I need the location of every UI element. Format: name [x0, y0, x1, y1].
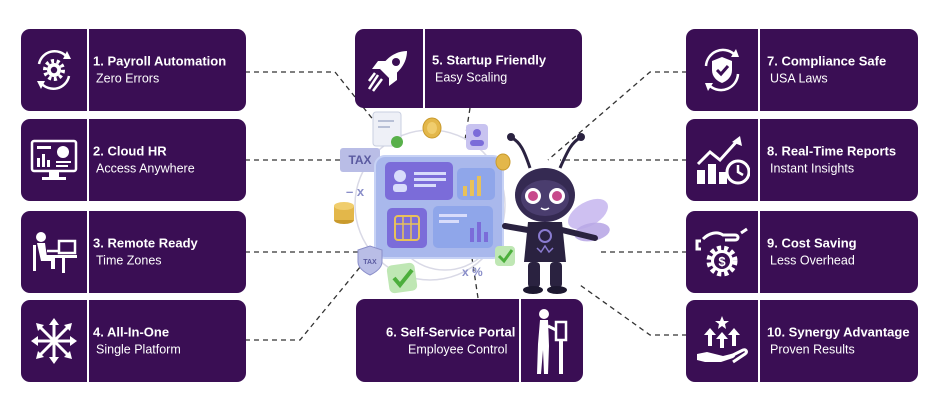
- icon-box: [355, 29, 425, 108]
- feature-title: 3. Remote Ready: [93, 235, 198, 251]
- gear-sync-icon: [37, 49, 71, 91]
- icon-box: [21, 211, 89, 293]
- check-badge-right-icon: [495, 246, 515, 266]
- icon-box: [686, 29, 760, 111]
- tax-tag: TAX: [340, 148, 380, 172]
- icon-box: [21, 29, 89, 111]
- connector-compliance: [547, 71, 687, 161]
- coin-right-icon: [495, 153, 511, 171]
- feature-subtitle: Instant Insights: [770, 161, 855, 176]
- feature-subtitle: Less Overhead: [770, 253, 855, 268]
- coin-stack-left-icon: [334, 202, 354, 224]
- dashboard-monitor-icon: [30, 139, 78, 180]
- icon-box: [686, 119, 760, 201]
- svg-text:$: $: [718, 254, 726, 269]
- feature-subtitle: Single Platform: [96, 342, 181, 357]
- feature-title: 10. Synergy Advantage: [767, 324, 910, 340]
- icon-box: [21, 119, 89, 201]
- icon-box: [686, 300, 760, 382]
- feature-subtitle: Time Zones: [96, 253, 162, 268]
- connector-selfservice: [471, 257, 479, 299]
- feature-card-compliance: 7. Compliance Safe USA Laws: [686, 29, 918, 111]
- rocket-icon: [367, 50, 407, 92]
- feature-card-cloud-hr: 2. Cloud HR Access Anywhere: [21, 119, 246, 201]
- feature-subtitle: USA Laws: [770, 71, 828, 86]
- feature-card-remote-ready: 3. Remote Ready Time Zones: [21, 211, 246, 293]
- math-symbols: – x: [346, 184, 365, 199]
- feature-subtitle: Employee Control: [408, 342, 508, 356]
- icon-box: [519, 299, 583, 382]
- feature-card-self-service: 6. Self-Service Portal Employee Control: [356, 299, 583, 382]
- hero-illustration: TAX – x TAX: [334, 111, 610, 294]
- arrows-hub-icon: [31, 318, 77, 364]
- feature-title: 5. Startup Friendly: [432, 52, 547, 67]
- feature-title: 4. All-In-One: [93, 324, 170, 340]
- profile-badge-icon: [466, 124, 488, 150]
- feature-subtitle: Access Anywhere: [96, 161, 195, 176]
- coin-stack-icon: [422, 117, 442, 139]
- feature-card-reports: 8. Real-Time Reports Instant Insights: [686, 119, 918, 201]
- feature-title: 6. Self-Service Portal: [386, 324, 516, 339]
- icon-box: $: [686, 211, 760, 293]
- feature-card-cost-saving: $ 9. Cost Saving Less Overhead: [686, 211, 918, 293]
- document-icon: [372, 111, 403, 148]
- chart-clock-icon: [696, 136, 750, 185]
- feature-card-startup: 5. Startup Friendly Easy Scaling: [355, 29, 582, 108]
- shield-check-icon: [704, 48, 740, 92]
- math-symbols-right: x %: [462, 265, 483, 279]
- feature-subtitle: Zero Errors: [96, 71, 160, 86]
- connector-synergy: [579, 284, 687, 336]
- remote-worker-icon: [33, 232, 77, 273]
- kiosk-user-icon: [537, 308, 568, 374]
- feature-title: 8. Real-Time Reports: [767, 143, 897, 159]
- feature-card-payroll: 1. Payroll Automation Zero Errors: [21, 29, 246, 111]
- check-badge-left-icon: [386, 262, 418, 294]
- tax-label: TAX: [348, 153, 371, 167]
- hand-growth-icon: [697, 316, 748, 364]
- feature-subtitle: Proven Results: [770, 342, 855, 357]
- connector-allinone: [245, 254, 371, 341]
- feature-card-synergy: 10. Synergy Advantage Proven Results: [686, 300, 918, 382]
- feature-title: 9. Cost Saving: [767, 235, 857, 251]
- tax-shield-label: TAX: [363, 259, 377, 266]
- tax-shield-icon: TAX: [357, 245, 383, 276]
- feature-title: 7. Compliance Safe: [767, 53, 887, 69]
- feature-title: 1. Payroll Automation: [93, 53, 227, 69]
- icon-box: [21, 300, 89, 382]
- feature-subtitle: Easy Scaling: [435, 70, 508, 84]
- connector-payroll: [245, 71, 376, 123]
- feature-card-all-in-one: 4. All-In-One Single Platform: [21, 300, 246, 382]
- dashboard-panel: [374, 155, 504, 259]
- feature-title: 2. Cloud HR: [93, 143, 167, 159]
- bee-mascot: [502, 133, 610, 294]
- money-gear-icon: $: [695, 227, 748, 277]
